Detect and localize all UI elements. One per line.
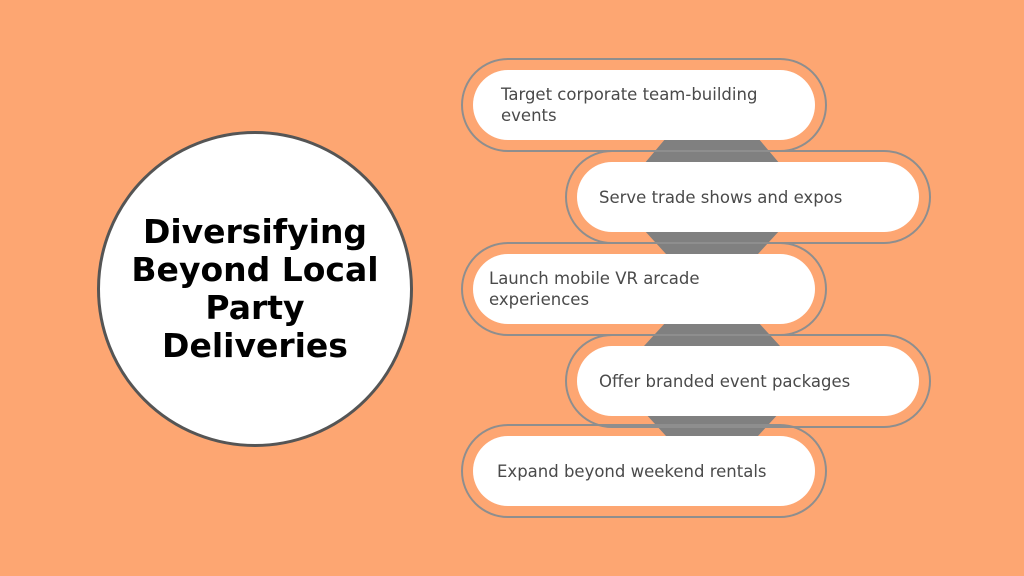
step-1-card: Target corporate team-building events [473,70,815,140]
step-3-card: Launch mobile VR arcade experiences [473,254,815,324]
step-5-outline [461,424,827,518]
step-4-card: Offer branded event packages [577,346,919,416]
diagram-title: Diversifying Beyond Local Party Deliveri… [131,212,379,365]
title-circle: Diversifying Beyond Local Party Deliveri… [97,131,413,447]
step-3-label: Launch mobile VR arcade experiences [489,269,700,309]
step-2-label: Serve trade shows and expos [599,187,843,207]
step-4-label: Offer branded event packages [599,371,851,391]
step-1-label: Target corporate team-building events [501,85,758,125]
step-2-card: Serve trade shows and expos [577,162,919,232]
step-5-label: Expand beyond weekend rentals [497,461,767,481]
step-4-outline [565,334,931,428]
step-5-card: Expand beyond weekend rentals [473,436,815,506]
